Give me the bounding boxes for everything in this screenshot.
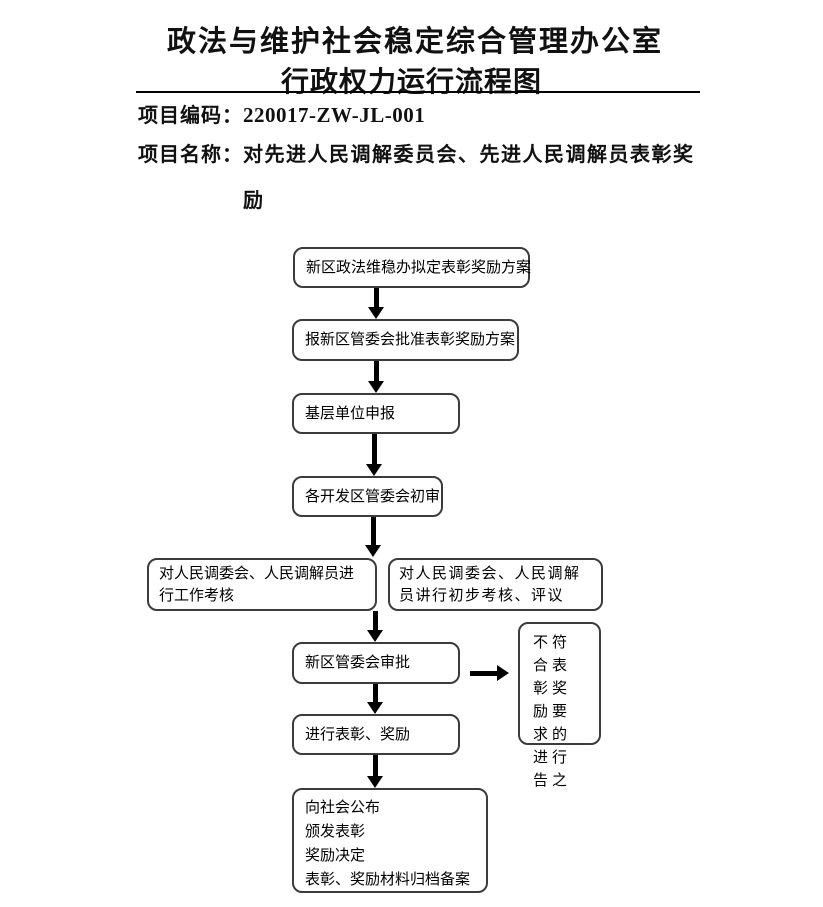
- arrow-shaft: [371, 434, 377, 464]
- arrow-shaft: [370, 517, 376, 545]
- document-title-line2: 行政权力运行流程图: [280, 67, 542, 98]
- flow-node-publish-archive-line1: 向社会公布: [305, 799, 381, 816]
- flow-node-publish-archive-line3: 奖励决定: [305, 847, 366, 864]
- flow-arrow-assessment-to-approval: [367, 611, 383, 642]
- project-name-value: 对先进人民调解委员会、先进人民调解员表彰奖励: [243, 144, 695, 212]
- arrow-right-head: [497, 665, 509, 681]
- arrow-down-head: [366, 464, 382, 476]
- project-code-row: 项目编码：220017-ZW-JL-001: [138, 100, 425, 131]
- arrow-down-head: [367, 776, 383, 788]
- arrow-shaft: [373, 361, 379, 381]
- arrow-shaft: [372, 755, 378, 776]
- flow-node-preliminary-review: 对人民调委会、人民调解员讲行初步考核、评议: [388, 558, 603, 611]
- arrow-shaft: [372, 611, 378, 630]
- arrow-down-head: [367, 630, 383, 642]
- arrow-down-head: [368, 381, 384, 393]
- flow-node-grassroots-declare: 基层单位申报: [292, 393, 460, 434]
- arrow-down-head: [368, 307, 384, 319]
- arrow-shaft: [372, 684, 378, 702]
- flow-arrow-draft-to-report: [368, 288, 384, 319]
- title-divider: [136, 91, 700, 93]
- flow-arrow-commend-to-publish: [367, 755, 383, 788]
- flow-arrow-report-to-declare: [368, 361, 384, 393]
- project-name-row: 项目名称：对先进人民调解委员会、先进人民调解员表彰奖励: [138, 132, 699, 224]
- project-code-label: 项目编码：: [138, 105, 243, 127]
- flow-node-publish-archive: 向社会公布 颁发表彰 奖励决定 表彰、奖励材料归档备案: [292, 788, 488, 893]
- arrow-shaft: [373, 288, 379, 307]
- project-name-label: 项目名称：: [138, 144, 243, 166]
- arrow-down-head: [367, 702, 383, 714]
- flow-arrow-approval-to-commend: [367, 684, 383, 714]
- arrow-down-head: [365, 545, 381, 557]
- arrow-shaft: [470, 670, 497, 676]
- flow-arrow-review-to-assessment: [365, 517, 381, 557]
- flow-node-devzone-initial-review: 各开发区管委会初审: [292, 476, 443, 517]
- flow-node-notify-noncompliant: 不符合表彰奖励要求的进行告之: [518, 622, 601, 789]
- flow-arrow-approval-to-notify: [470, 665, 509, 681]
- flow-node-report-approve-plan: 报新区管委会批准表彰奖励方案: [292, 319, 519, 361]
- document-title-line1: 政法与维护社会稳定综合管理办公室: [166, 26, 663, 58]
- project-code-value: 220017-ZW-JL-001: [243, 103, 426, 127]
- flow-node-draft-plan: 新区政法维稳办拟定表彰奖励方案: [293, 247, 531, 288]
- flow-node-publish-archive-line2: 颁发表彰: [305, 823, 366, 840]
- flow-node-publish-archive-line4: 表彰、奖励材料归档备案: [305, 871, 471, 888]
- flow-arrow-declare-to-review: [366, 434, 382, 476]
- flow-node-committee-approval: 新区管委会审批: [292, 642, 460, 684]
- flow-node-commend-reward: 进行表彰、奖励: [292, 714, 460, 755]
- flow-node-work-assessment: 对人民调委会、人民调解员进行工作考核: [147, 558, 377, 611]
